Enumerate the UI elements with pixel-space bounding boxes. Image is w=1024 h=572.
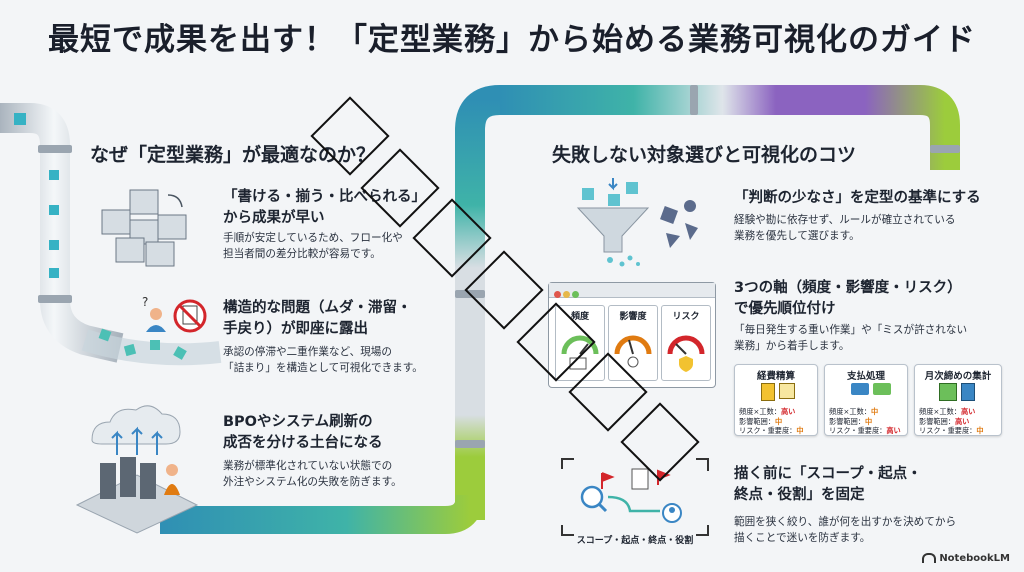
left-item-3-body: 業務が標準化されていない状態での 外注やシステム化の失敗を防ぎます。	[223, 460, 402, 488]
left-heading: なぜ「定型業務」が最適なのか？	[90, 144, 376, 166]
right-item-3-body: 範囲を狭く絞り、誰が何を出すかを決めてから 描くことで迷いを防ぎます。	[734, 516, 957, 544]
cloud-server-icon	[75, 405, 199, 534]
left-item-1-body: 手順が安定しているため、フロー化や 担当者間の差分比較が容易です。	[223, 232, 403, 260]
page-title: 最短で成果を出す！「定型業務」から始める業務可視化のガイド	[48, 22, 976, 58]
calendar-icon	[779, 383, 795, 399]
money-icon	[873, 383, 891, 395]
right-item-1-body: 経験や勘に依存せず、ルールが確立されている 業務を優先して選びます。	[734, 214, 956, 242]
receipt-icon	[761, 383, 775, 401]
notebook-logo-icon	[922, 553, 937, 563]
blocks-icon	[101, 189, 187, 267]
left-item-2-body: 承認の停滞や二重作業など、現場の 「詰まり」を構造として可視化できます。	[223, 346, 423, 374]
scope-flow-icon	[561, 458, 709, 536]
dashboard-titlebar	[549, 283, 715, 298]
scope-frame: スコープ・起点・終点・役割	[560, 457, 710, 549]
right-item-3-title: 描く前に「スコープ・起点・ 終点・役割」を固定	[734, 466, 922, 503]
card-payment-title: 支払処理	[846, 371, 885, 382]
card-payment: 支払処理 頻度×工数：中 影響範囲：中 リスク・重要度：高い	[824, 364, 908, 436]
right-heading: 失敗しない対象選びと可視化のコツ	[552, 144, 857, 166]
gauge-risk: リスク	[661, 305, 711, 381]
card-expense-title: 経費精算	[756, 371, 795, 382]
person-no-document-icon: ?	[142, 295, 207, 333]
card-monthly-close: 月次締めの集計 頻度×工数：高い 影響範囲：高い リスク・重要度：中	[914, 364, 1002, 436]
card-icon	[851, 383, 869, 395]
left-item-1-title: 「書ける・揃う・比べられる」 から成果が早い	[223, 189, 426, 226]
gauge-frequency: 頻度	[555, 305, 605, 381]
left-item-2-title: 構造的な問題（ムダ・滞留・ 手戻り）が即座に露出	[223, 300, 412, 337]
left-item-3-title: BPOやシステム刷新の 成否を分ける土台になる	[223, 414, 383, 451]
right-item-2-title: 3つの軸（頻度・影響度・リスク） で優先順位付け	[734, 280, 962, 317]
scope-caption: スコープ・起点・終点・役割	[576, 536, 694, 546]
gauge-impact: 影響度	[608, 305, 658, 381]
svg-text:?: ?	[142, 295, 148, 309]
funnel-icon	[576, 178, 698, 267]
calculator-icon	[961, 383, 975, 401]
card-expense: 経費精算 頻度×工数：高い 影響範囲：中 リスク・重要度：中	[734, 364, 818, 436]
priority-dashboard: 頻度 影響度 リスク	[548, 282, 716, 388]
right-item-1-title: 「判断の少なさ」を定型の基準にする	[734, 190, 981, 206]
card-monthly-close-title: 月次締めの集計	[924, 371, 992, 382]
footer-brand: NotebookLM	[922, 553, 1010, 564]
right-item-2-body: 「毎日発生する重い作業」や「ミスが許されない 業務」から着手します。	[734, 324, 968, 352]
spreadsheet-icon	[939, 383, 957, 401]
